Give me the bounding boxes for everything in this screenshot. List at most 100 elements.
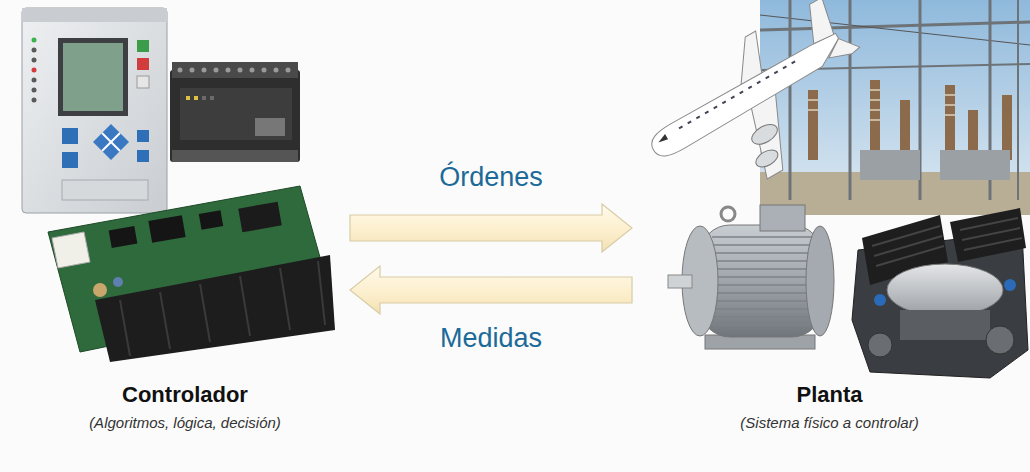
illustration-part (238, 202, 282, 233)
illustration-part (194, 96, 198, 100)
control-board (48, 186, 335, 362)
illustration-part (262, 68, 267, 73)
illustration-part (721, 207, 735, 221)
component-title: Controlador (122, 381, 248, 409)
illustration-part (748, 120, 780, 148)
illustration-part (137, 58, 149, 70)
arrow-label: Órdenes (435, 161, 547, 193)
illustration-part (280, 268, 290, 330)
illustration-part (760, 205, 805, 231)
illustration-part (170, 70, 300, 162)
illustration-part (986, 326, 1014, 354)
illustration-part (874, 294, 886, 306)
illustration-part (823, 32, 861, 65)
illustration-part (200, 284, 210, 342)
illustration-part (22, 8, 167, 22)
illustration-part (102, 133, 120, 151)
illustration-part (58, 38, 128, 116)
illustration-part (945, 85, 955, 160)
illustration-part (214, 68, 219, 73)
illustration-part (32, 88, 37, 93)
illustration-part (102, 133, 120, 151)
illustration-part (202, 68, 207, 73)
electric-motor (668, 205, 834, 349)
component-subtitle: (Algoritmos, lógica, decisión) (89, 413, 281, 433)
illustration-part (32, 48, 37, 53)
illustration-part (32, 68, 37, 73)
illustration-part (255, 118, 285, 136)
illustration-part (32, 38, 37, 43)
illustration-part (940, 150, 1010, 180)
illustration-part (202, 96, 206, 100)
block-arrow (350, 204, 632, 252)
illustration-part (1004, 279, 1016, 291)
illustration-part (808, 90, 955, 120)
illustration-part (286, 68, 291, 73)
component-title: Planta (796, 381, 862, 409)
illustration-part (113, 277, 123, 287)
illustration-part (109, 226, 138, 248)
illustration-part (32, 78, 37, 83)
illustration-part (705, 237, 819, 325)
illustration-part (172, 150, 298, 162)
illustration-part (318, 261, 325, 325)
illustration-part (796, 0, 841, 45)
illustration-part (760, 0, 1030, 215)
illustration-part (62, 152, 78, 168)
plc-unit (170, 62, 300, 162)
illustration-part (62, 180, 148, 200)
illustration-part (160, 292, 170, 349)
illustration-part (1017, 0, 1019, 200)
illustration-part (137, 150, 149, 162)
illustration-part (178, 68, 183, 73)
illustration-part (93, 124, 129, 160)
substation-photo (760, 0, 1030, 215)
protection-relay (22, 8, 167, 213)
illustration-part (679, 61, 795, 128)
illustration-part (240, 276, 250, 336)
illustration-part (199, 210, 223, 230)
illustration-part (22, 8, 167, 213)
illustration-part (63, 43, 123, 111)
airplane (627, 0, 893, 221)
arrow-label: Medidas (436, 322, 546, 354)
illustration-part (668, 275, 692, 288)
illustration-part (52, 232, 90, 268)
illustration-part (190, 68, 195, 73)
illustration-part (137, 40, 149, 52)
illustration-part (860, 150, 920, 180)
illustration-part (62, 128, 78, 144)
illustration-part (868, 333, 892, 357)
illustration-part (753, 146, 781, 170)
illustration-part (180, 88, 292, 140)
block-arrow (350, 266, 632, 314)
illustration-part (274, 68, 279, 73)
illustration-part (95, 255, 335, 362)
illustration-part (872, 218, 1022, 266)
illustration-part (646, 30, 847, 162)
car-engine (852, 208, 1028, 378)
illustration-part (148, 215, 185, 243)
illustration-part (93, 283, 107, 297)
illustration-part (210, 96, 214, 100)
component-group: Planta (Sistema físico a controlar) (632, 0, 1027, 445)
illustration-part (172, 62, 298, 78)
illustration-part (238, 68, 243, 73)
illustration-part (806, 226, 834, 336)
illustration-part (656, 134, 668, 144)
component-subtitle: (Sistema físico a controlar) (740, 413, 918, 433)
illustration-part (789, 0, 792, 200)
illustration-part (32, 98, 37, 103)
illustration-part (849, 0, 852, 200)
illustration-part (186, 96, 190, 100)
illustration-part (250, 68, 255, 73)
illustration-part (32, 58, 37, 63)
component-group: Controlador (Algoritmos, lógica, decisión… (20, 0, 350, 445)
illustration-part (120, 300, 130, 356)
illustration-part (137, 130, 149, 142)
illustration-part (887, 264, 1003, 316)
illustration-part (226, 68, 231, 73)
illustration-part (900, 310, 990, 340)
illustration-part (137, 76, 149, 88)
